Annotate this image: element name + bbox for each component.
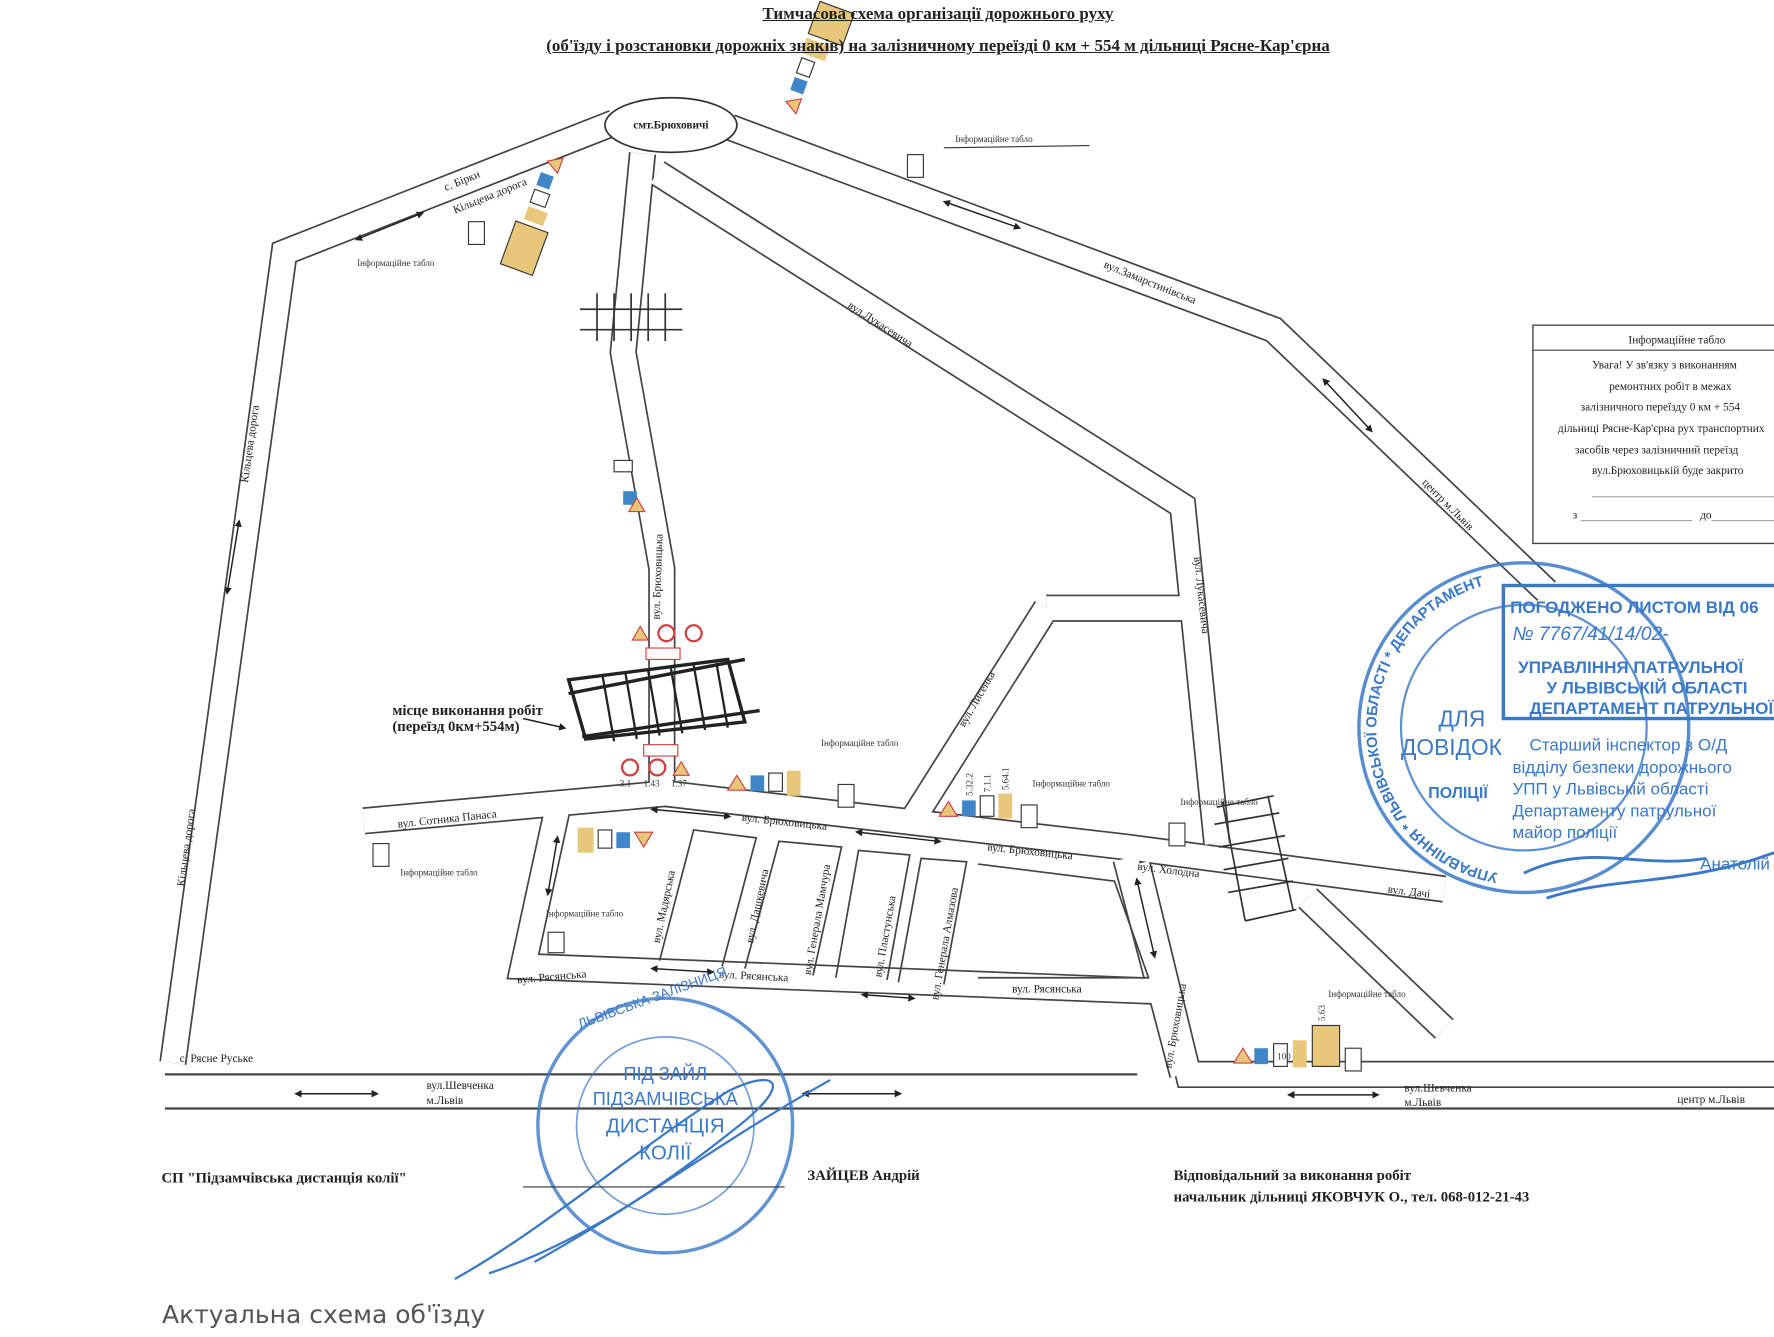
stamp-inspector5: майор поліції: [1512, 823, 1617, 842]
info-board-label-south: Інформаційне табло: [1328, 989, 1406, 999]
stamp-left-l1: ПІД ЗАЙЛ: [623, 1063, 707, 1084]
sign-code-5-63: 5.63: [1317, 1005, 1327, 1021]
info-board-from: з: [1573, 509, 1578, 521]
scheme-title-line1: Тимчасова схема організації дорожнього р…: [762, 4, 1114, 23]
info-board-table: Інформаційне табло Увага! У зв'язку з ви…: [1532, 324, 1774, 545]
label-works-site-2: (переїзд 0км+554м): [392, 719, 519, 735]
stamp-inspector3: УПП у Львівській області: [1512, 780, 1708, 799]
stamp-number: № 7767/41/14/02-: [1512, 624, 1668, 645]
label-ryasne-ruske: с. Рясне Руське: [180, 1053, 253, 1065]
label-shevchenka-left: вул.Шевченка: [426, 1080, 493, 1092]
info-board-label-top: Інформаційне табло: [955, 134, 1033, 144]
signature-block: СП "Підзамчівська дистанція колії" ЗАЙЦЕ…: [161, 1167, 1529, 1206]
label-raisynska-3: вул. Рясянська: [1012, 984, 1082, 996]
sign-code-5-32-2: 5.32.2: [964, 773, 974, 796]
sign-cluster-ring: [499, 157, 564, 277]
info-board-line: засобів через залізничний переїзд: [1575, 445, 1739, 457]
label-shevchenka-right: вул.Шевченка: [1404, 1082, 1471, 1094]
responsible-line1: Відповідальний за виконання робіт: [1174, 1168, 1412, 1184]
stamp-inspector4: Департаменту патрульної: [1512, 801, 1716, 820]
info-board-line: Увага! У зв'язку з виконанням: [1592, 359, 1737, 371]
stamp-agreed: ПОГОДЖЕНО ЛИСТОМ ВІД 06: [1510, 598, 1758, 617]
info-board-label-briukhovytska: Інформаційне табло: [821, 738, 899, 748]
sign-cluster-top: [784, 0, 855, 115]
responsible-line2: начальник дільниці ЯКОВЧУК О., тел. 068-…: [1174, 1190, 1530, 1206]
police-stamp: ПОГОДЖЕНО ЛИСТОМ ВІД 06 № 7767/41/14/02-…: [1357, 561, 1774, 900]
direction-arrows: [224, 200, 1380, 1099]
info-board-label-ring: Інформаційне табло: [357, 258, 435, 268]
stamp-left-l4: КОЛІЇ: [639, 1142, 691, 1165]
stamp-dept1: УПРАВЛІННЯ ПАТРУЛЬНОЇ: [1518, 658, 1744, 677]
info-board-line: ремонтних робіт в межах: [1609, 381, 1732, 393]
stamp-left-l3: ДИСТАНЦІЯ: [606, 1114, 724, 1137]
sign-cluster-briukhovytska: 5.32.2 7.1.1 5.64.1: [726, 767, 1013, 819]
sign-code-5-64-1: 5.64.1: [1001, 767, 1011, 790]
sign-code-1-37: 1.37: [671, 779, 687, 789]
info-board-title: Інформаційне табло: [1628, 334, 1725, 346]
stamp-dovidok: ДОВІДОК: [1401, 734, 1503, 760]
label-works-site-1: місце виконання робіт: [392, 703, 543, 719]
rail-track-north: [579, 293, 683, 342]
stamp-inspector1: Старший інспектор з О/Д: [1530, 735, 1728, 754]
label-settlement: смт.Брюховичі: [633, 119, 708, 131]
sign-code-7-1-1: 7.1.1: [982, 774, 992, 792]
info-board-label-kholodna: Інформаційне табло: [1180, 797, 1258, 807]
label-raisynska-2: вул. Рясянська: [719, 969, 789, 985]
label-lviv-right: м.Львів: [1404, 1097, 1441, 1109]
sign-cluster-madyarska: [577, 827, 654, 853]
rail-crossing-works: [566, 657, 760, 742]
scheme-title-line2: (об'їзду і розстановки дорожніх знаків) …: [546, 36, 1330, 55]
stamp-left-l2: ПІДЗАМЧІВСЬКА: [593, 1089, 739, 1109]
railway-signature: [454, 1078, 831, 1281]
settlement-ellipse: [604, 96, 738, 154]
label-briukhovytska-vertical: вул. Брюховицька: [651, 534, 666, 620]
stamp-dept3: ДЕПАРТАМЕНТ ПАТРУЛЬНОЇ: [1530, 699, 1774, 718]
info-board-label-sotnyka: Інформаційне табло: [400, 867, 478, 877]
info-board-line: дільниці Рясне-Кар'єрна рух транспортних: [1558, 423, 1765, 435]
image-caption: Актуальна схема об'їзду: [162, 1300, 486, 1329]
info-board-label-madyarska: Інформаційне табло: [546, 908, 624, 918]
label-gen-mamchura: вул. Генерала Мамчура: [802, 863, 833, 976]
label-dashkevycha: вул. Дашкевича: [744, 868, 771, 944]
rail-track-east: [1214, 794, 1297, 922]
info-board-label-lysenka: Інформаційне табло: [1033, 779, 1111, 789]
stamp-dept2: У ЛЬВІВСЬКІЙ ОБЛАСТІ: [1547, 679, 1748, 698]
sign-code-100: 100: [1277, 1052, 1291, 1062]
sign-code-3-1: 3.1: [620, 779, 631, 789]
stamp-dlia: ДЛЯ: [1439, 705, 1486, 731]
signatory-name: ЗАЙЦЕВ Андрій: [807, 1167, 920, 1184]
label-center-lviv-bottom: центр м.Львів: [1677, 1094, 1745, 1106]
info-board-markers: Інформаційне табло Інформаційне табло Ін…: [357, 134, 1406, 1072]
info-board-line: залізничного переїзду 0 км + 554: [1581, 401, 1741, 413]
stamp-inspector2: відділу безпеки дорожнього: [1512, 758, 1731, 777]
stamp-ring-inner: ПОЛІЦІЇ: [1428, 784, 1488, 802]
police-signature: [1523, 851, 1774, 900]
railway-stamp: ЛЬВІВСЬКА ЗАЛІЗНИЦЯ ПІД ЗАЙЛ ПІДЗАМЧІВСЬ…: [454, 964, 831, 1281]
sign-cluster-vertical: [613, 459, 646, 513]
sign-cluster-south: 5.63 100: [1232, 1005, 1341, 1068]
info-board-to: до: [1700, 509, 1712, 521]
sign-code-1-43: 1.43: [644, 779, 660, 789]
org-name: СП "Підзамчівська дистанція колії": [161, 1170, 406, 1186]
info-board-line: вул.Брюховицькій буде закрито: [1592, 465, 1744, 477]
label-lviv-left: м.Львів: [426, 1095, 463, 1107]
label-dachi: вул. Дачі: [1387, 884, 1431, 901]
sign-cluster-crossing: 3.1 1.43 1.37: [620, 624, 703, 789]
